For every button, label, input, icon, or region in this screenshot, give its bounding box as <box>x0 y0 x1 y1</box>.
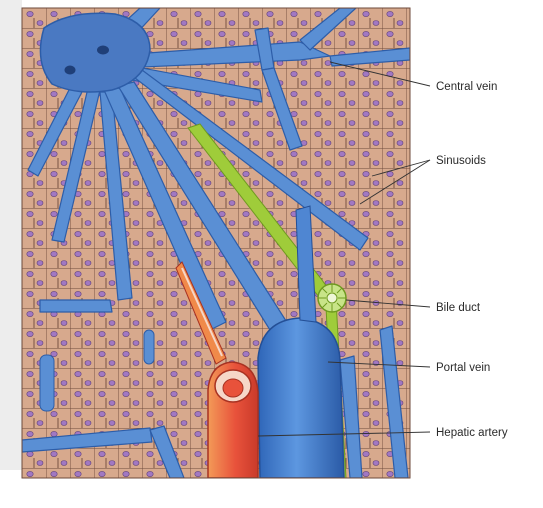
central-vein-nucleus <box>65 66 76 75</box>
label-portal-vein: Portal vein <box>436 362 490 374</box>
bile-duct-lumen <box>327 293 337 303</box>
central-vein-nucleus <box>97 46 109 55</box>
vessel-segment <box>40 355 54 411</box>
tissue-block <box>22 8 410 478</box>
portal-vein <box>258 318 344 478</box>
vessel-segment <box>144 330 154 364</box>
central-vein <box>40 13 150 92</box>
label-central-vein: Central vein <box>436 81 497 93</box>
label-hepatic-artery: Hepatic artery <box>436 427 508 439</box>
left-gray-strip <box>0 0 22 470</box>
hepatic-artery-inner <box>223 379 243 397</box>
label-sinusoids: Sinusoids <box>436 155 486 167</box>
label-bile-duct: Bile duct <box>436 302 481 314</box>
